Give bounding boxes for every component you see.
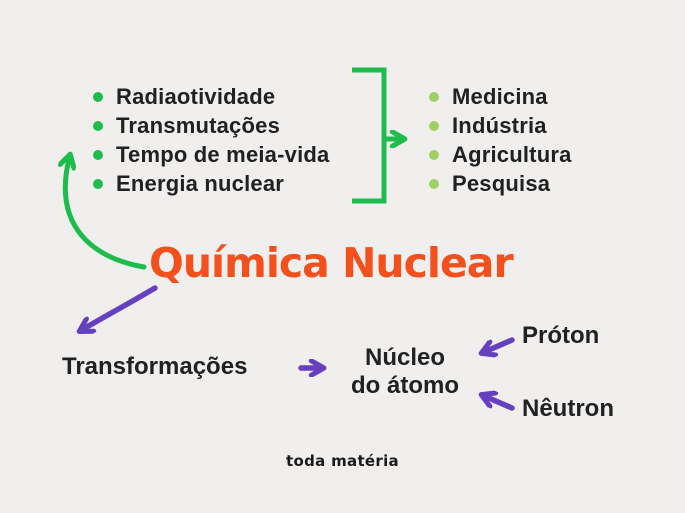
title-to-transformacoes-arrow [80,285,158,331]
list-item: Transmutações [93,111,329,140]
transformacoes-label: Transformações [62,353,248,380]
nucleo-line-2: do átomo [351,372,459,399]
bullet-icon [429,178,439,189]
proton-to-nucleo-arrow [482,337,515,353]
list-item-label: Tempo de meia-vida [116,141,330,167]
toda-materia-logo: toda matéria [286,452,399,470]
page-title: Química Nuclear [149,239,514,287]
bullet-icon [93,149,103,160]
nucleo-do-atomo-label: Núcleo do átomo [338,344,472,400]
bullet-icon [93,91,103,102]
list-item-label: Medicina [452,83,548,109]
list-item-label: Transmutações [116,112,281,138]
concepts-list: Radiaotividade Transmutações Tempo de me… [93,82,329,198]
list-item-label: Agricultura [452,141,572,167]
bullet-icon [93,120,103,131]
list-item-label: Indústria [452,112,547,138]
bullet-icon [429,91,439,102]
applications-list: Medicina Indústria Agricultura Pesquisa [429,82,572,198]
list-item: Energia nuclear [93,169,329,198]
proton-label: Próton [522,322,600,349]
list-item-label: Radiaotividade [116,83,276,109]
list-item: Indústria [429,111,572,140]
neutron-to-nucleo-arrow [482,395,515,411]
nucleo-line-1: Núcleo [364,344,445,371]
list-item: Pesquisa [429,169,572,198]
list-item-label: Pesquisa [452,170,551,196]
neutron-label: Nêutron [522,395,614,422]
list-item: Radiaotividade [93,82,329,111]
bracket-shape [352,67,387,204]
list-item: Tempo de meia-vida [93,140,329,169]
bullet-icon [429,149,439,160]
list-item: Agricultura [429,140,572,169]
list-item: Medicina [429,82,572,111]
bullet-icon [93,178,103,189]
bullet-icon [429,120,439,131]
list-item-label: Energia nuclear [116,170,285,196]
